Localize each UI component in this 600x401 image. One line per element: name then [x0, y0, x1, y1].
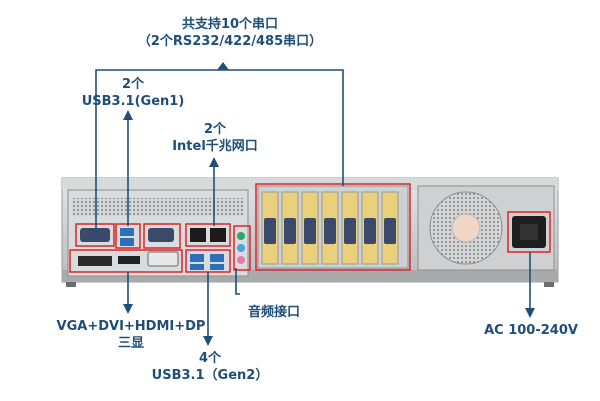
- expansion-slots: [257, 185, 409, 269]
- usb-gen2-label: 4个 USB3.1（Gen2）: [130, 350, 290, 384]
- usb-gen2-name: USB3.1（Gen2）: [151, 368, 269, 383]
- power-label: AC 100-240V: [466, 322, 596, 339]
- power-supply: [417, 185, 555, 271]
- serial-port-label-line2: （2个RS232/422/485串口）: [137, 34, 323, 49]
- dvi-port-icon: [147, 251, 179, 267]
- vga-port-icon: [148, 228, 174, 242]
- serial-port-label-line1: 共支持10个串口: [181, 17, 279, 32]
- callout-arrowheads: [123, 62, 535, 346]
- power-label-text: AC 100-240V: [484, 323, 578, 338]
- usb-gen1-count: 2个: [121, 77, 145, 92]
- power-socket-icon: [512, 216, 546, 248]
- audio-label-text: 音频接口: [247, 305, 300, 320]
- intel-lan-label: 2个 Intel千兆网口: [150, 121, 280, 155]
- db9-serial-icon: [80, 228, 110, 242]
- rj45-port-icon: [190, 228, 226, 242]
- io-backplate: [67, 189, 249, 277]
- db9-serial-icon: [261, 191, 399, 265]
- serial-port-label: 共支持10个串口 （2个RS232/422/485串口）: [110, 16, 350, 50]
- fan-grille-icon: [429, 191, 503, 265]
- usb-port-icon: [120, 228, 134, 246]
- display-output-label: VGA+DVI+HDMI+DP 三显: [56, 318, 206, 352]
- intel-lan-name: Intel千兆网口: [172, 139, 258, 154]
- usb-gen2-count: 4个: [198, 351, 222, 366]
- hdmi-port-icon: [118, 256, 140, 264]
- display-output-line2: 三显: [117, 336, 144, 351]
- audio-label: 音频接口: [234, 304, 314, 321]
- usb-port-icon: [190, 254, 224, 270]
- usb-gen1-name: USB3.1(Gen1): [81, 94, 185, 109]
- intel-lan-count: 2个: [203, 122, 227, 137]
- display-output-line1: VGA+DVI+HDMI+DP: [56, 319, 206, 334]
- usb-gen1-label: 2个 USB3.1(Gen1): [68, 76, 198, 110]
- audio-jack-icon: [237, 232, 245, 264]
